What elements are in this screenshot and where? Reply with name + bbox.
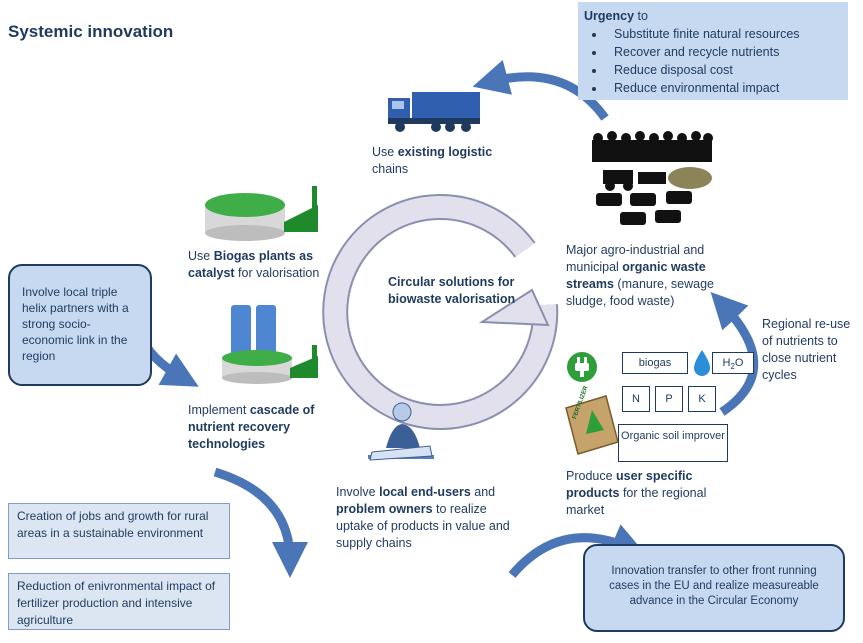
biogas-plant-icon <box>205 186 318 241</box>
center-label: Circular solutions for biowaste valorisa… <box>388 275 516 306</box>
page-title: Systemic innovation <box>8 22 174 41</box>
biogas-chip: biogas <box>622 352 688 374</box>
jobs-growth-box: Creation of jobs and growth for rural ar… <box>8 503 230 559</box>
arrow-cascade-down <box>213 467 308 578</box>
potassium-chip: K <box>688 386 716 412</box>
crowd-farm-icon <box>592 131 713 225</box>
truck-icon <box>388 92 480 132</box>
circular-arrow-icon <box>322 194 559 430</box>
digester-towers-icon <box>222 305 318 384</box>
soil-improver-chip: Organic soil improver <box>618 424 728 462</box>
logistic-label: Use existing logistic chains <box>372 145 493 176</box>
waste-streams-label: Major agro-industrial and municipal orga… <box>566 243 715 308</box>
environmental-impact-box: Reduction of enivronmental impact of fer… <box>8 573 230 630</box>
urgency-heading: Urgency <box>584 9 635 23</box>
end-users-label: Involve local end-users and problem owne… <box>336 485 510 550</box>
cascade-label: Implement cascade of nutrient recovery t… <box>188 403 315 451</box>
urgency-heading-suffix: to <box>634 9 648 23</box>
water-drop-icon <box>694 350 710 376</box>
products-label: Produce user specific products for the r… <box>566 469 707 517</box>
fertilizer-bag-icon <box>565 395 619 455</box>
urgency-item: Reduce environmental impact <box>606 79 842 97</box>
urgency-box: Urgency to Substitute finite natural res… <box>578 2 848 100</box>
phosphorus-chip: P <box>655 386 683 412</box>
urgency-item: Recover and recycle nutrients <box>606 43 842 61</box>
businessman-icon <box>368 402 434 461</box>
h2o-chip: H2O <box>712 352 754 374</box>
arrow-waste-to-urgency <box>472 59 609 121</box>
innovation-transfer-box: Innovation transfer to other front runni… <box>583 544 845 632</box>
plug-icon <box>567 352 597 382</box>
urgency-item: Reduce disposal cost <box>606 61 842 79</box>
regional-reuse-label: Regional re-use of nutrients to close nu… <box>762 317 851 382</box>
arrow-to-innovation <box>508 524 647 578</box>
biogas-label: Use Biogas plants as catalyst for valori… <box>188 249 320 280</box>
helix-partners-box: Involve local triple helix partners with… <box>8 264 152 386</box>
nitrogen-chip: N <box>622 386 650 412</box>
urgency-item: Substitute finite natural resources <box>606 25 842 43</box>
